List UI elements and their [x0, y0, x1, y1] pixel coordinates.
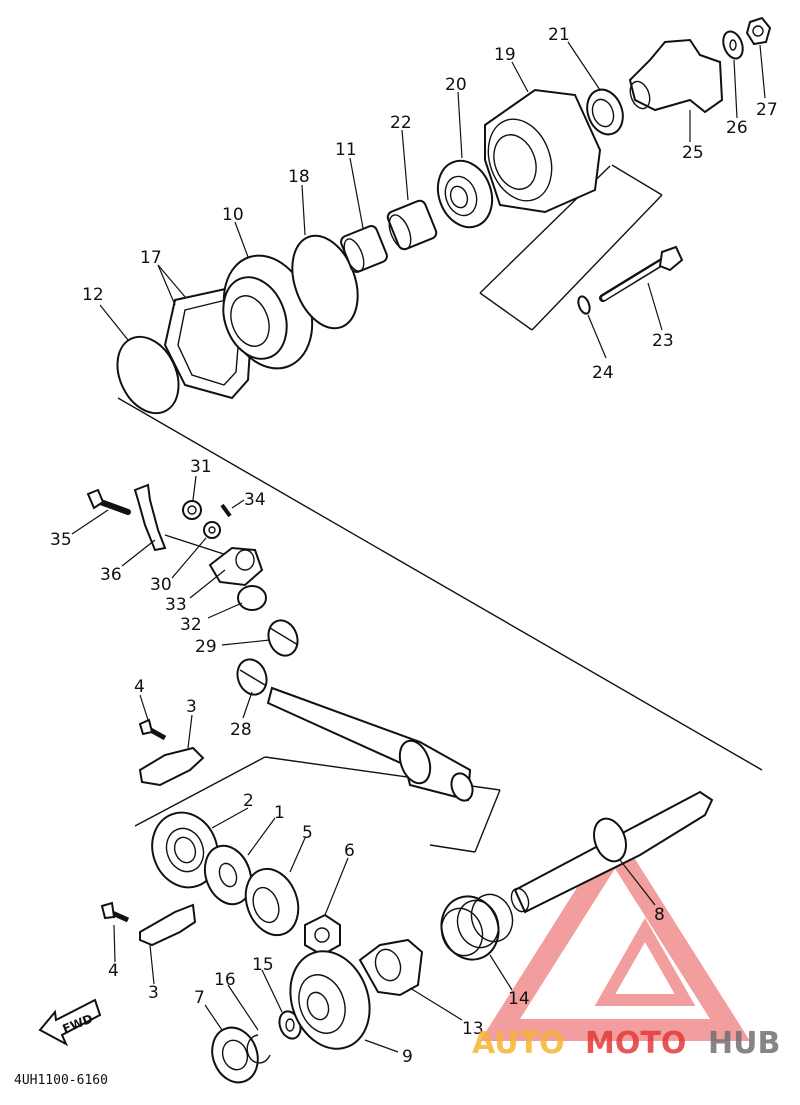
part-2-bearing — [151, 811, 219, 889]
label-3b: 3 — [148, 983, 159, 1003]
part-13-clutch-dog — [358, 938, 424, 997]
label-3a: 3 — [186, 697, 197, 717]
watermark-text: AUTO MOTO HUB — [472, 1026, 780, 1061]
part-1-shim — [203, 844, 253, 906]
label-15: 15 — [252, 955, 274, 975]
label-32: 32 — [180, 615, 202, 635]
part-33-housing — [208, 546, 264, 587]
label-11: 11 — [335, 140, 357, 160]
part-9-ring-gear — [289, 950, 371, 1050]
label-31: 31 — [190, 457, 212, 477]
part-32-washer — [237, 585, 267, 611]
label-28: 28 — [230, 720, 252, 740]
watermark-logo — [480, 827, 750, 1041]
label-19: 19 — [494, 45, 516, 65]
label-17: 17 — [140, 248, 162, 268]
part-22-collar — [386, 199, 438, 251]
leader-lines — [71, 41, 766, 1053]
label-34: 34 — [244, 490, 266, 510]
watermark-moto: MOTO — [585, 1026, 686, 1061]
label-27: 27 — [756, 100, 778, 120]
label-2: 2 — [243, 791, 254, 811]
diagram-code: 4UH1100-6160 — [14, 1073, 108, 1088]
label-29: 29 — [195, 637, 217, 657]
part-3-bracket-lower — [139, 903, 197, 947]
label-8: 8 — [654, 905, 665, 925]
part-14-spring — [440, 893, 514, 961]
part-31-nut — [182, 500, 202, 520]
label-4a: 4 — [134, 677, 145, 697]
label-36: 36 — [100, 565, 122, 585]
part-4-bolt-lower — [100, 901, 130, 923]
part-16-circlip — [246, 1034, 271, 1064]
part-4-bolt-upper — [138, 718, 167, 741]
part-19-gear-case — [484, 88, 602, 214]
label-26: 26 — [726, 118, 748, 138]
label-4b: 4 — [108, 961, 119, 981]
label-24: 24 — [592, 363, 614, 383]
part-27-nut — [745, 16, 772, 46]
label-13: 13 — [462, 1019, 484, 1039]
part-8-main-shaft — [510, 790, 714, 914]
label-16: 16 — [214, 970, 236, 990]
label-33: 33 — [165, 595, 187, 615]
label-14: 14 — [508, 989, 530, 1009]
label-10: 10 — [222, 205, 244, 225]
watermark-hub: HUB — [708, 1026, 780, 1061]
part-3-bracket-upper — [138, 746, 205, 787]
part-20-bearing — [436, 159, 494, 229]
label-6: 6 — [344, 841, 355, 861]
fwd-arrow-icon: FWD — [38, 998, 102, 1047]
assembly-lines — [117, 164, 763, 853]
part-35-bolt — [86, 488, 131, 515]
label-20: 20 — [445, 75, 467, 95]
part-30-washer — [203, 521, 221, 539]
part-7-bearing — [211, 1026, 259, 1084]
label-9: 9 — [402, 1047, 413, 1067]
drive-shaft — [266, 686, 474, 802]
label-5: 5 — [302, 823, 313, 843]
label-12: 12 — [82, 285, 104, 305]
part-36-spring-clip — [133, 483, 167, 552]
part-23-bolt — [599, 245, 684, 302]
part-10-housing — [222, 254, 314, 370]
part-labels: 27 26 25 21 19 20 22 11 18 10 17 12 23 2… — [50, 25, 778, 1067]
label-21: 21 — [548, 25, 570, 45]
label-23: 23 — [652, 331, 674, 351]
label-35: 35 — [50, 530, 72, 550]
label-7: 7 — [194, 988, 205, 1008]
part-5-bevel-gear — [244, 867, 300, 937]
part-29-gear — [267, 619, 299, 657]
part-26-washer — [722, 30, 744, 60]
label-22: 22 — [390, 113, 412, 133]
part-25-yoke — [628, 38, 724, 114]
label-25: 25 — [682, 143, 704, 163]
part-6-nut — [304, 913, 341, 957]
part-34-screw — [220, 503, 232, 518]
part-28-pinion — [236, 658, 268, 696]
label-18: 18 — [288, 167, 310, 187]
label-1: 1 — [274, 803, 285, 823]
watermark-auto: AUTO — [472, 1026, 565, 1061]
label-30: 30 — [150, 575, 172, 595]
part-21-oil-seal — [586, 88, 624, 136]
part-24-washer — [577, 295, 591, 315]
part-11-bush — [340, 225, 388, 273]
